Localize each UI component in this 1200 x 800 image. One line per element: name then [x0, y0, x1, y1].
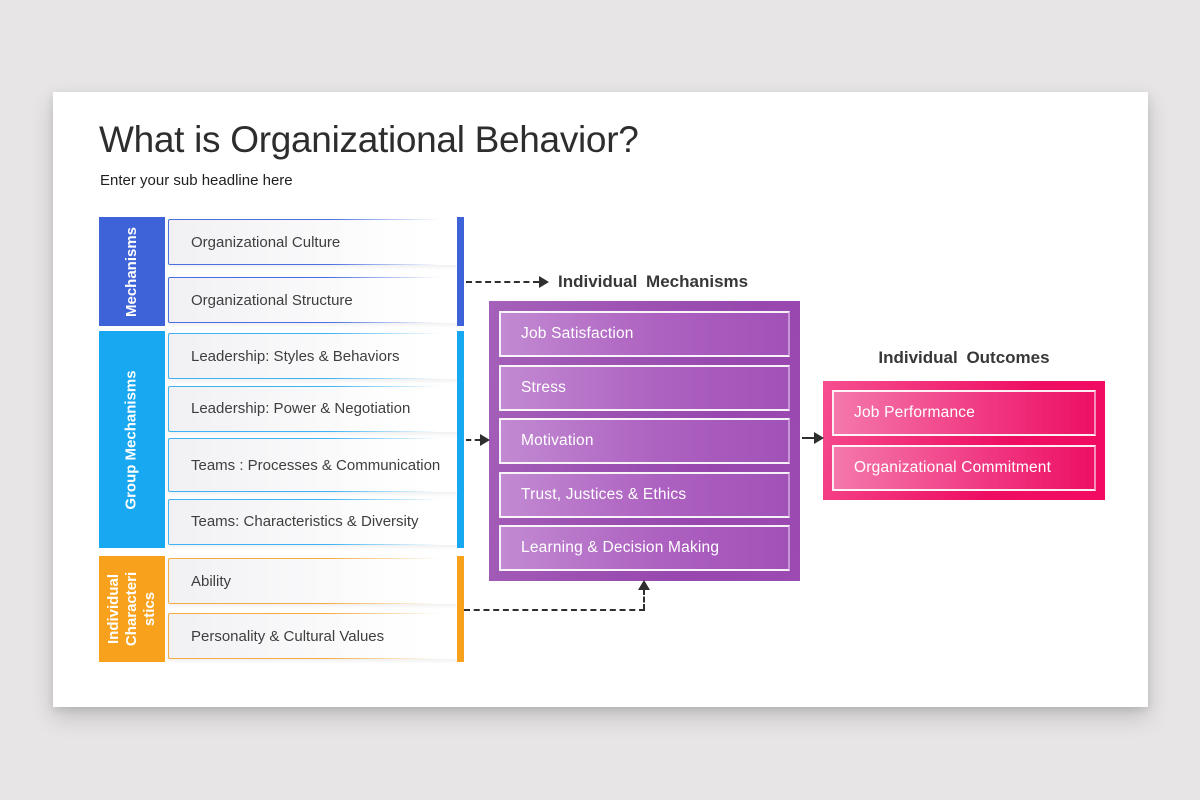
list-item: Job Satisfaction — [499, 311, 790, 357]
list-item: Organizational Culture — [168, 219, 458, 265]
list-item-label: Organizational Commitment — [854, 459, 1052, 476]
arrowhead-right-icon — [480, 434, 490, 446]
group-label-text: Individual Characteri stics — [105, 571, 158, 647]
page-title: What is Organizational Behavior? — [99, 119, 639, 160]
individual-mechanisms-box: Job Satisfaction Stress Motivation Trust… — [489, 301, 800, 581]
arrowhead-right-icon — [814, 432, 824, 444]
accent-bar-lightblue — [457, 331, 464, 548]
list-item: Personality & Cultural Values — [168, 613, 458, 659]
list-item-label: Organizational Culture — [191, 233, 341, 251]
list-item-label: Organizational Structure — [191, 291, 353, 309]
individual-mechanisms-heading: Individual Mechanisms — [558, 272, 749, 291]
list-item-label: Stress — [521, 378, 567, 396]
group-individual-characteristics-items: Ability Personality & Cultural Values — [168, 556, 458, 662]
connector-purple-to-pink — [802, 437, 814, 439]
list-item: Ability — [168, 558, 458, 604]
list-item-label: Job Performance — [854, 404, 976, 421]
list-item: Organizational Commitment — [832, 445, 1096, 491]
list-item: Motivation — [499, 418, 790, 464]
connector-characteristics-vertical — [643, 589, 645, 610]
list-item: Stress — [499, 364, 790, 411]
list-item: Learning & Decision Making — [499, 525, 790, 571]
list-item: Teams: Characteristics & Diversity — [168, 498, 458, 545]
group-label-mechanisms: Mechanisms — [99, 217, 165, 326]
list-item: Leadership: Styles & Behaviors — [168, 333, 458, 379]
group-individual-characteristics: Individual Characteri stics Ability Pers… — [99, 556, 464, 662]
list-item: Teams : Processes & Communication — [168, 438, 458, 493]
page-subtitle: Enter your sub headline here — [100, 172, 293, 189]
connector-groupmech-to-purple — [466, 439, 480, 441]
list-item-label: Teams : Processes & Communication — [191, 456, 441, 474]
list-item-label: Leadership: Styles & Behaviors — [191, 347, 400, 365]
accent-bar-blue — [457, 217, 464, 326]
list-item-label: Leadership: Power & Negotiation — [191, 400, 411, 418]
list-item-label: Job Satisfaction — [521, 325, 634, 342]
individual-outcomes-heading: Individual Outcomes — [878, 348, 1050, 367]
list-item: Organizational Structure — [168, 277, 458, 323]
group-label-text: Group Mechanisms — [123, 369, 141, 510]
group-label-group-mechanisms: Group Mechanisms — [99, 331, 165, 548]
arrowhead-right-icon — [539, 276, 549, 288]
accent-bar-orange — [457, 556, 464, 662]
group-mechanisms-items: Organizational Culture Organizational St… — [168, 217, 458, 326]
group-mechanisms: Mechanisms Organizational Culture Organi… — [99, 217, 464, 326]
list-item-label: Teams: Characteristics & Diversity — [191, 513, 419, 531]
individual-outcomes-box: Job Performance Organizational Commitmen… — [823, 381, 1105, 500]
list-item: Trust, Justices & Ethics — [499, 471, 790, 518]
list-item-label: Learning & Decision Making — [521, 539, 720, 556]
list-item-label: Personality & Cultural Values — [191, 627, 385, 645]
group-group-mechanisms: Group Mechanisms Leadership: Styles & Be… — [99, 331, 464, 548]
group-label-individual-characteristics: Individual Characteri stics — [99, 556, 165, 662]
group-group-mechanisms-items: Leadership: Styles & Behaviors Leadershi… — [168, 331, 458, 548]
list-item: Leadership: Power & Negotiation — [168, 385, 458, 432]
list-item-label: Motivation — [521, 432, 594, 449]
arrowhead-up-icon — [638, 580, 650, 590]
slide-card: What is Organizational Behavior? Enter y… — [53, 92, 1148, 707]
group-label-text: Mechanisms — [123, 226, 141, 317]
list-item-label: Trust, Justices & Ethics — [521, 485, 687, 503]
list-item: Job Performance — [832, 390, 1096, 436]
list-item-label: Ability — [191, 572, 232, 590]
connector-mechanisms-to-header — [466, 281, 539, 283]
connector-characteristics-horizontal — [464, 609, 645, 611]
